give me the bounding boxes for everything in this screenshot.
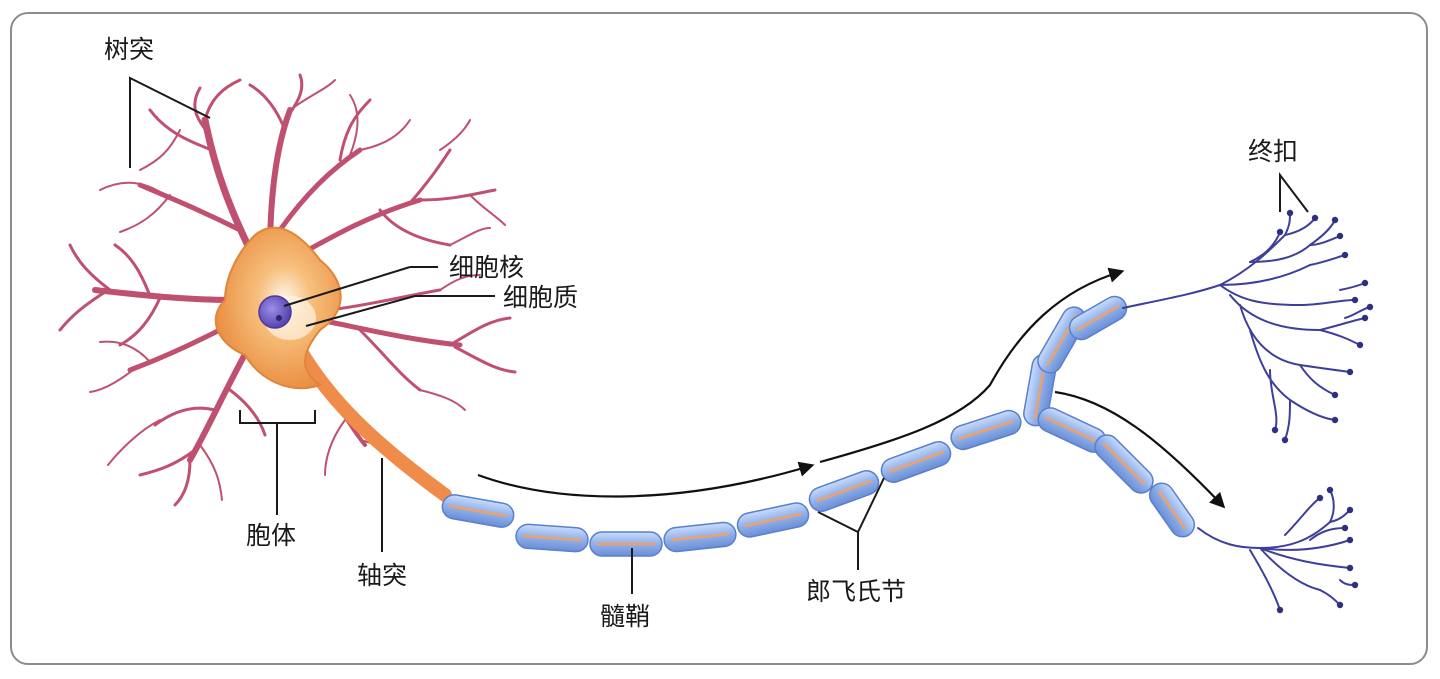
terminal-button-dot [1276,228,1284,236]
terminal-button-dot [1331,216,1339,224]
terminal-button-dot [1276,606,1284,614]
terminal-button-dot [1351,296,1359,304]
myelin-segment [1148,482,1196,538]
myelin-segment [589,531,663,557]
myelin-sheath-segments [441,295,1196,557]
dendrite-leader [129,76,211,168]
terminal-button-dot [1356,341,1364,349]
terminal-button-dot [1346,506,1354,514]
terminal-button-dot [1366,303,1374,311]
label-nucleus: 细胞核 [449,253,524,282]
terminal-button-dot [1331,391,1339,399]
terminal-button-dot [1341,524,1349,532]
nucleus-leader [283,266,411,307]
myelin-segment [1068,295,1128,341]
terminal-button-dot [1336,601,1344,609]
terminal-leader [1279,172,1309,213]
axon-terminal-branches [1122,212,1371,611]
terminal-button-dot [1346,368,1354,376]
label-cytoplasm: 细胞质 [503,283,578,312]
terminal-button-dot [1281,436,1289,444]
signal-direction-arrows [477,267,1226,509]
arrow-upper-branch [819,267,1125,464]
myelin-segment [663,521,737,553]
myelin-segment [950,409,1022,451]
terminal-button-dot [1341,251,1349,259]
terminal-button-dot [1331,416,1339,424]
terminal-button-dot [1351,581,1359,589]
terminal-button-dot [1326,486,1334,494]
myelin-segment [1094,434,1154,494]
label-terminal-button: 终扣 [1248,137,1298,166]
terminal-button-dot [1316,494,1324,502]
myelin-segment [736,502,810,538]
myelin-segment [880,441,952,483]
nucleolus [276,315,282,321]
terminal-button-dot [1361,314,1369,322]
terminal-button-dot [1336,232,1344,240]
terminal-button-dot [1286,209,1294,217]
terminal-button-dot [1361,279,1369,287]
cytoplasm-leader [305,295,416,327]
arrow-main-axon [477,461,815,498]
label-cell-body: 胞体 [246,521,296,550]
terminal-button-dot [1311,214,1319,222]
terminal-button-dots [1271,209,1374,614]
myelin-segment [441,494,515,528]
terminal-button-dot [1346,564,1354,572]
myelin-segment [808,470,880,512]
label-leader-lines [129,76,1309,594]
cell-nucleus [258,295,292,329]
label-myelin-sheath: 髓鞘 [600,602,650,631]
axon-trunk [293,343,452,502]
label-axon: 轴突 [357,561,407,590]
label-node-of-ranvier: 郎飞氏节 [806,577,906,606]
arrow-lower-branch [1054,390,1226,509]
label-dendrite: 树突 [104,35,154,64]
terminal-button-dot [1271,426,1279,434]
myelin-segment [515,523,589,553]
terminal-button-dot [1346,536,1354,544]
